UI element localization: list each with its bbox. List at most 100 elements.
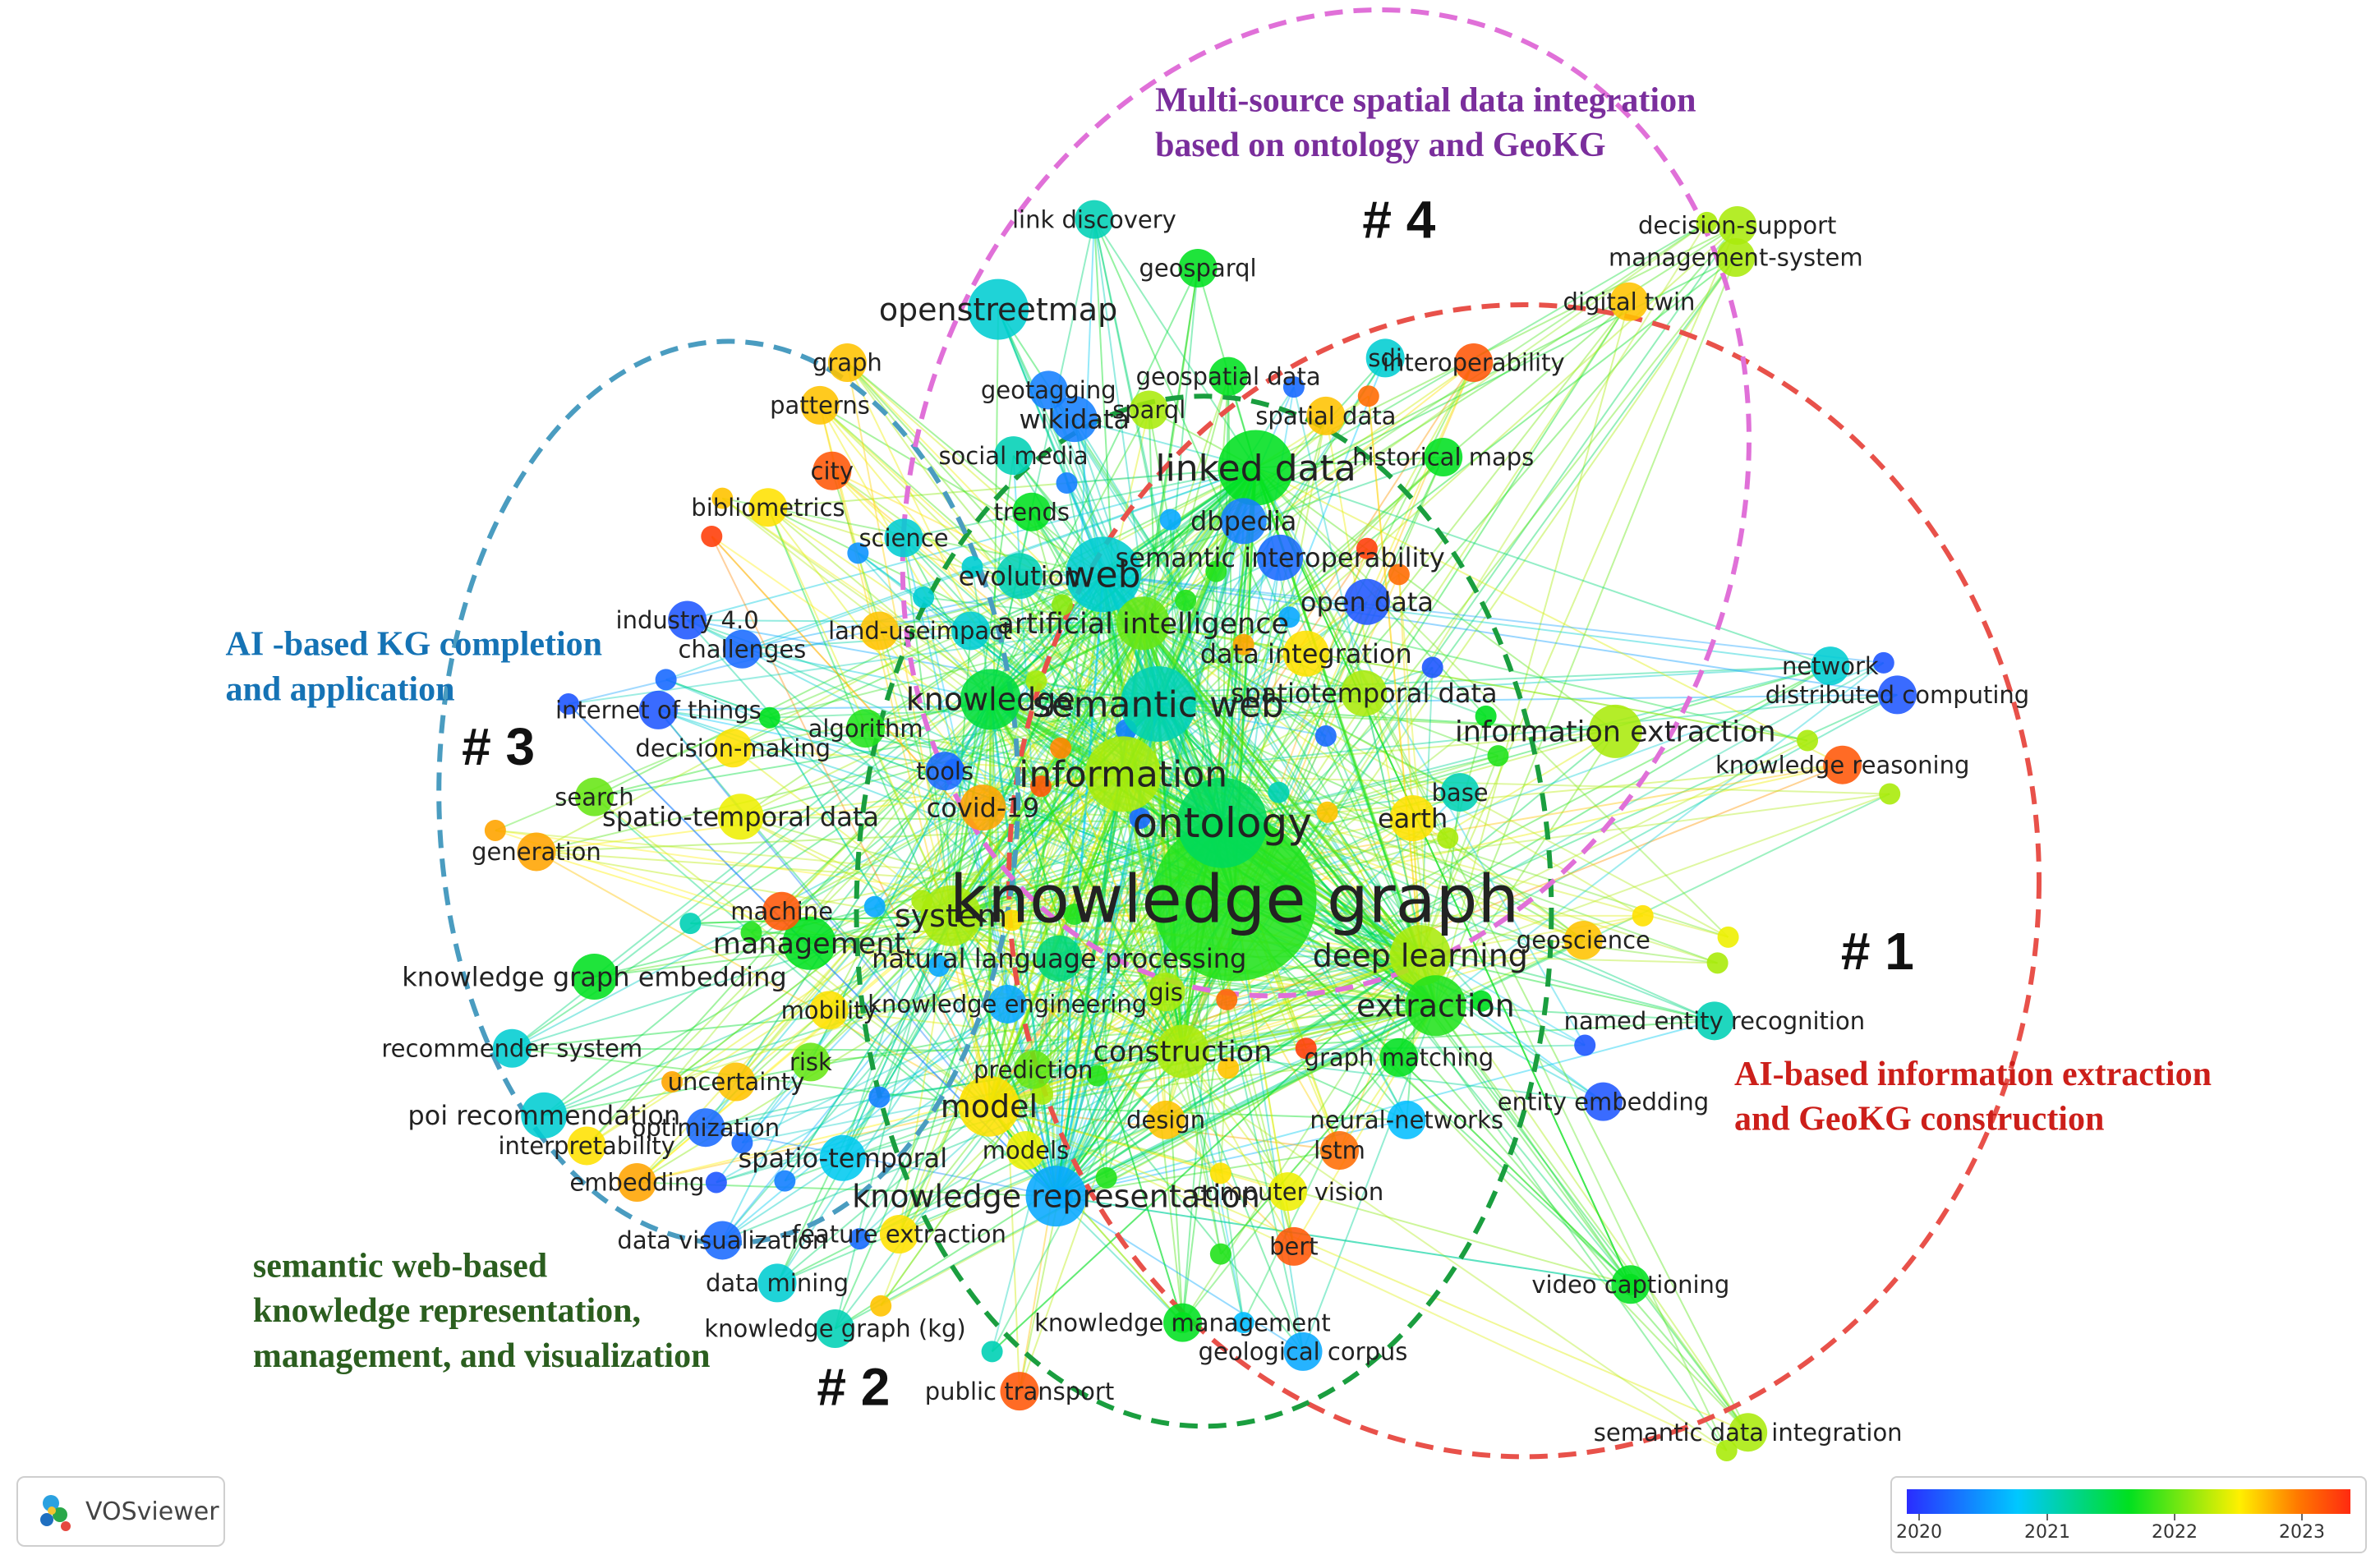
network-node[interactable] <box>748 488 788 527</box>
network-node[interactable] <box>1025 1166 1087 1227</box>
network-node[interactable] <box>809 991 849 1030</box>
network-node[interactable] <box>1715 1439 1738 1461</box>
network-node[interactable] <box>1471 990 1493 1012</box>
network-node[interactable] <box>1278 606 1300 628</box>
network-node[interactable] <box>994 436 1033 476</box>
network-node[interactable] <box>686 1108 725 1148</box>
network-node[interactable] <box>1063 904 1085 925</box>
network-node[interactable] <box>1116 596 1170 651</box>
network-node[interactable] <box>1487 745 1509 767</box>
network-node[interactable] <box>1421 656 1443 678</box>
network-node[interactable] <box>713 729 753 768</box>
network-node[interactable] <box>847 542 869 564</box>
network-node[interactable] <box>827 343 867 382</box>
network-node[interactable] <box>879 1215 918 1254</box>
network-node[interactable] <box>1718 206 1757 246</box>
network-node[interactable] <box>1120 666 1196 743</box>
network-node[interactable] <box>521 1092 568 1138</box>
network-node[interactable] <box>1176 777 1268 868</box>
network-node[interactable] <box>1075 200 1114 239</box>
network-node[interactable] <box>868 1086 891 1108</box>
network-node[interactable] <box>1029 370 1068 410</box>
network-node[interactable] <box>996 553 1043 600</box>
network-node[interactable] <box>1232 633 1254 656</box>
network-node[interactable] <box>1306 396 1346 435</box>
network-node[interactable] <box>870 1295 892 1317</box>
network-node[interactable] <box>1218 430 1294 506</box>
network-node[interactable] <box>782 916 836 970</box>
network-node[interactable] <box>1440 773 1480 812</box>
network-node[interactable] <box>1205 560 1227 582</box>
network-node[interactable] <box>846 709 886 748</box>
network-node[interactable] <box>1014 1050 1053 1089</box>
network-node[interactable] <box>757 1263 797 1303</box>
network-node[interactable] <box>816 1309 855 1349</box>
network-node[interactable] <box>1036 935 1083 982</box>
network-node[interactable] <box>484 819 506 841</box>
network-node[interactable] <box>557 693 579 715</box>
network-node[interactable] <box>925 752 964 791</box>
network-node[interactable] <box>1475 705 1497 727</box>
network-node[interactable] <box>655 669 677 691</box>
network-node[interactable] <box>1563 921 1603 960</box>
network-node[interactable] <box>1717 926 1739 948</box>
network-node[interactable] <box>1051 396 1098 443</box>
network-node[interactable] <box>849 1228 871 1250</box>
network-node[interactable] <box>1031 1083 1053 1105</box>
network-node[interactable] <box>1696 211 1718 233</box>
network-node[interactable] <box>702 1221 742 1260</box>
network-node[interactable] <box>960 669 1021 730</box>
network-node[interactable] <box>1268 781 1290 803</box>
network-node[interactable] <box>813 451 852 490</box>
network-node[interactable] <box>968 278 1029 340</box>
network-node[interactable] <box>958 1075 1020 1137</box>
network-node[interactable] <box>951 611 991 651</box>
network-node[interactable] <box>722 629 762 669</box>
network-node[interactable] <box>863 895 886 918</box>
network-node[interactable] <box>859 611 899 651</box>
network-node[interactable] <box>791 1042 831 1082</box>
network-node[interactable] <box>1175 589 1197 611</box>
network-node[interactable] <box>961 556 983 578</box>
network-node[interactable] <box>913 586 935 609</box>
network-node[interactable] <box>762 891 802 931</box>
network-node[interactable] <box>1282 376 1305 398</box>
network-node[interactable] <box>1268 1172 1307 1212</box>
network-node[interactable] <box>1387 1100 1426 1139</box>
network-node[interactable] <box>1877 675 1917 715</box>
network-node[interactable] <box>1130 390 1169 430</box>
network-node[interactable] <box>1146 973 1185 1012</box>
network-node[interactable] <box>1218 1057 1240 1079</box>
network-node[interactable] <box>1051 594 1073 616</box>
network-node[interactable] <box>1283 1332 1323 1371</box>
network-node[interactable] <box>492 1028 532 1068</box>
network-node[interactable] <box>1588 704 1642 758</box>
network-node[interactable] <box>1001 909 1023 932</box>
network-node[interactable] <box>1012 492 1052 531</box>
network-node[interactable] <box>960 784 1006 831</box>
network-node[interactable] <box>638 690 678 729</box>
network-node[interactable] <box>1823 745 1862 784</box>
network-node[interactable] <box>1609 282 1649 321</box>
network-node[interactable] <box>1209 1162 1231 1184</box>
network-node[interactable] <box>1316 801 1338 823</box>
network-node[interactable] <box>701 525 723 547</box>
network-node[interactable] <box>1056 472 1078 494</box>
network-node[interactable] <box>1129 807 1151 830</box>
network-node[interactable] <box>1162 1303 1202 1342</box>
network-node[interactable] <box>717 794 764 840</box>
network-node[interactable] <box>1095 1166 1117 1189</box>
network-node[interactable] <box>711 487 734 509</box>
network-node[interactable] <box>774 1170 796 1192</box>
network-node[interactable] <box>1152 816 1317 982</box>
network-node[interactable] <box>884 518 923 558</box>
network-node[interactable] <box>1006 1131 1045 1171</box>
network-node[interactable] <box>1343 578 1390 625</box>
network-node[interactable] <box>1050 737 1072 759</box>
network-node[interactable] <box>1388 564 1410 586</box>
network-node[interactable] <box>1389 795 1436 842</box>
network-node[interactable] <box>1379 1037 1419 1077</box>
network-node[interactable] <box>1029 775 1052 798</box>
network-node[interactable] <box>1000 1372 1039 1411</box>
network-node[interactable] <box>1437 827 1459 849</box>
